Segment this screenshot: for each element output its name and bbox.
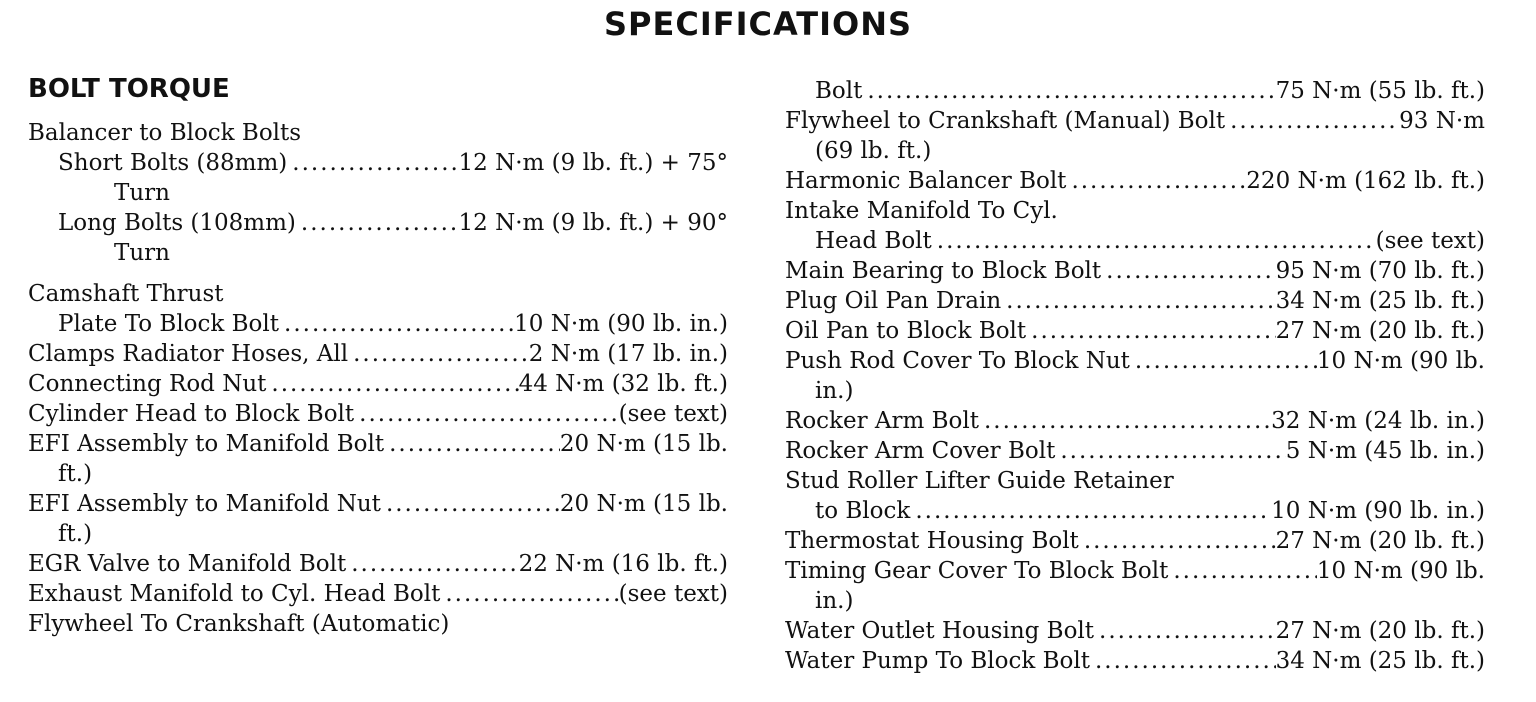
spec-line: Intake Manifold To Cyl. [785,198,1058,224]
spec-line: (69 lb. ft.) [815,138,932,164]
spec-line: Timing Gear Cover To Block Bolt.........… [785,558,1485,584]
spec-line: Flywheel To Crankshaft (Automatic) [28,611,450,637]
spec-line: Connecting Rod Nut......................… [28,371,728,397]
spec-line: ft.) [58,521,93,547]
spec-line: Bolt....................................… [815,78,1485,104]
spec-line: Plate To Block Bolt.....................… [58,311,728,337]
spec-line: Balancer to Block Bolts [28,120,302,146]
spec-line: ft.) [58,461,93,487]
spec-line: Turn [114,180,170,206]
spec-line: Short Bolts (88mm)......................… [58,150,728,176]
spec-line: Exhaust Manifold to Cyl. Head Bolt......… [28,581,728,607]
spec-line: Oil Pan to Block Bolt...................… [785,318,1485,344]
spec-line: Long Bolts (108mm)......................… [58,210,728,236]
spec-line: Water Outlet Housing Bolt...............… [785,618,1485,644]
spec-line: EFI Assembly to Manifold Nut............… [28,491,728,517]
spec-line: Push Rod Cover To Block Nut.............… [785,348,1485,374]
spec-line: Clamps Radiator Hoses, All..............… [28,341,728,367]
spec-line: EFI Assembly to Manifold Bolt...........… [28,431,728,457]
spec-line: Stud Roller Lifter Guide Retainer [785,468,1174,494]
spec-line: Harmonic Balancer Bolt..................… [785,168,1485,194]
spec-line: in.) [815,588,854,614]
spec-line: in.) [815,378,854,404]
spec-line: Camshaft Thrust [28,281,224,307]
spec-line: Water Pump To Block Bolt................… [785,648,1485,674]
spec-line: Rocker Arm Bolt.........................… [785,408,1485,434]
page-title: SPECIFICATIONS [603,5,913,43]
spec-line: EGR Valve to Manifold Bolt..............… [28,551,728,577]
spec-line: to Block................................… [815,498,1485,524]
spec-line: Cylinder Head to Block Bolt.............… [28,401,728,427]
spec-line: Flywheel to Crankshaft (Manual) Bolt....… [785,108,1485,134]
spec-line: Main Bearing to Block Bolt..............… [785,258,1485,284]
spec-line: Plug Oil Pan Drain......................… [785,288,1485,314]
spec-line: Head Bolt...............................… [815,228,1485,254]
spec-line: Turn [114,240,170,266]
spec-line: Thermostat Housing Bolt.................… [785,528,1485,554]
spec-line: Rocker Arm Cover Bolt...................… [785,438,1485,464]
section-title: BOLT TORQUE [28,74,230,104]
